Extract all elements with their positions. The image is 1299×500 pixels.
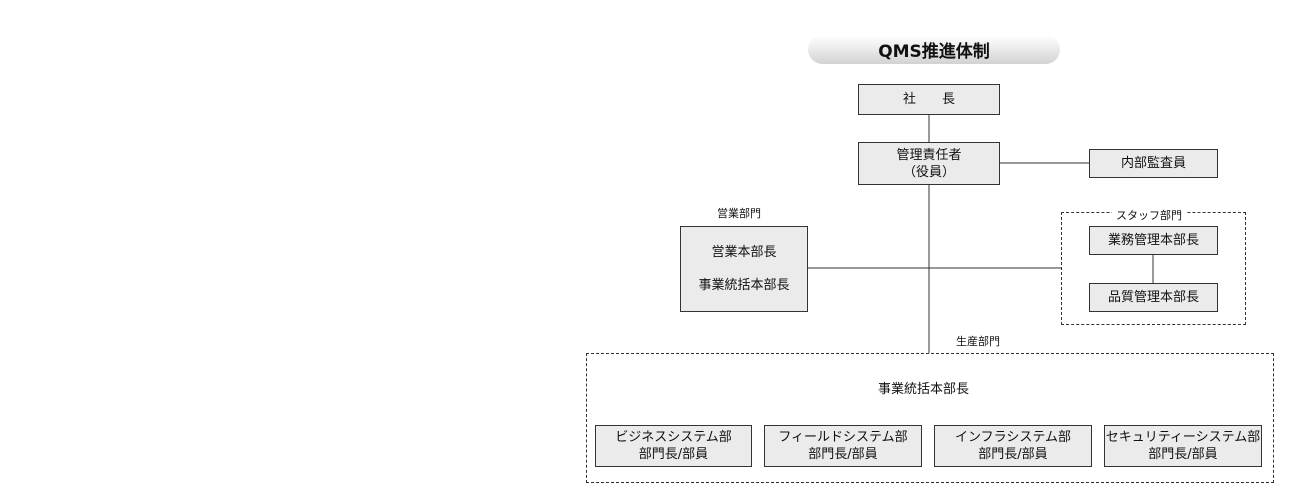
unit-name: フィールドシステム部	[778, 430, 908, 445]
operations-head-box: 業務管理本部長	[1089, 226, 1218, 255]
internal-auditor-box: 内部監査員	[1089, 149, 1218, 178]
operations-head-label: 業務管理本部長	[1107, 233, 1199, 248]
unit-name: ビジネスシステム部	[615, 430, 732, 445]
unit-name: セキュリティーシステム部	[1105, 430, 1261, 445]
production-head-label: 事業統括本部長	[878, 382, 970, 397]
unit-members: 部門長/部員	[1148, 447, 1218, 462]
unit-members: 部門長/部員	[978, 447, 1048, 462]
unit-name: インフラシステム部	[955, 430, 1071, 445]
management-rep-role: （役員）	[902, 164, 955, 180]
quality-head-label: 品質管理本部長	[1107, 290, 1199, 305]
unit-members: 部門長/部員	[638, 447, 709, 462]
management-rep-label: 管理責任者	[896, 147, 962, 163]
sales-exec-label: 事業統括本部長	[698, 278, 790, 294]
management-rep-box: 管理責任者 （役員）	[858, 142, 1000, 185]
quality-head-box: 品質管理本部長	[1089, 283, 1218, 312]
internal-auditor-label: 内部監査員	[1120, 156, 1186, 171]
president-label: 社 長	[902, 92, 955, 107]
unit-box-infra: インフラシステム部 部門長/部員	[934, 425, 1092, 467]
sales-head-label: 営業本部長	[711, 244, 777, 260]
unit-members: 部門長/部員	[808, 447, 878, 462]
production-dept-label: 生産部門	[956, 335, 1000, 348]
president-box: 社 長	[858, 84, 1000, 115]
unit-box-security: セキュリティーシステム部 部門長/部員	[1104, 425, 1262, 467]
chart-title: QMS推進体制	[808, 35, 1060, 64]
staff-dept-label: スタッフ部門	[1112, 207, 1186, 223]
unit-box-field: フィールドシステム部 部門長/部員	[764, 425, 922, 467]
sales-dept-box: 営業本部長 事業統括本部長	[680, 226, 808, 312]
unit-box-business: ビジネスシステム部 部門長/部員	[595, 425, 752, 467]
production-dept-group	[586, 353, 1274, 483]
sales-dept-label: 営業部門	[717, 207, 761, 220]
